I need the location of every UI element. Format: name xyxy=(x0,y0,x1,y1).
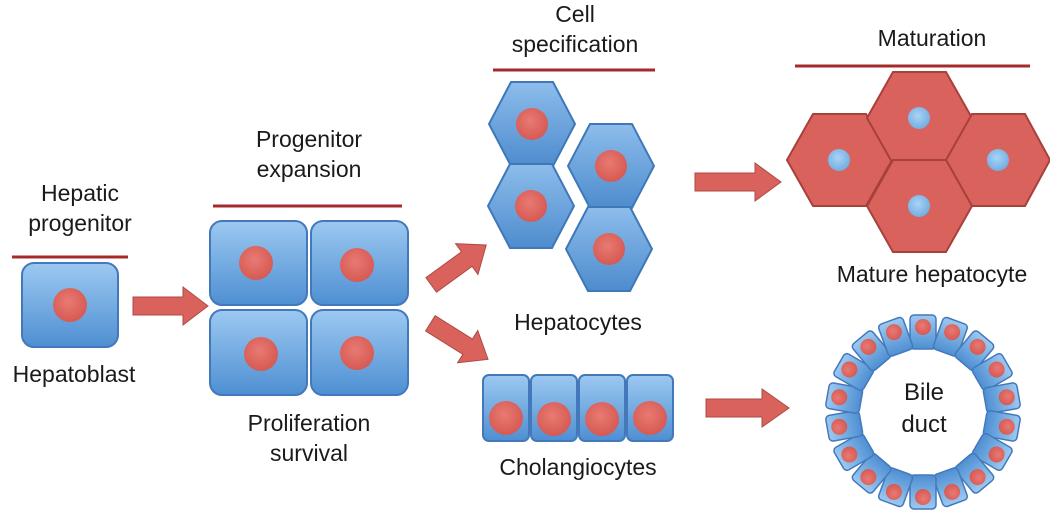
nucleus xyxy=(831,389,848,406)
cholangiocyte-cell xyxy=(482,374,530,442)
arrow-to-hepatocytes xyxy=(425,243,487,293)
progenitor-cell xyxy=(310,309,409,396)
bile-duct-cholangiocyte xyxy=(954,452,995,494)
mature-hepatocyte-cell xyxy=(785,113,894,207)
nucleus xyxy=(633,401,667,435)
nucleus xyxy=(908,107,930,129)
nucleus xyxy=(987,149,1009,171)
bile-duct-cholangiocyte xyxy=(833,432,875,472)
cholangiocyte-row xyxy=(482,374,674,442)
nucleus xyxy=(944,324,961,341)
nucleus xyxy=(239,246,273,280)
nucleus xyxy=(515,190,547,222)
nucleus xyxy=(969,469,986,486)
cholangiocyte-cell xyxy=(578,374,626,442)
bile-duct-cholangiocyte xyxy=(932,316,969,357)
nucleus xyxy=(537,402,571,436)
nucleus xyxy=(244,337,278,371)
nucleus xyxy=(908,195,930,217)
cholangiocyte-cell xyxy=(626,374,674,442)
bile-duct-cholangiocyte xyxy=(851,330,892,372)
stage-cell-specification: Cell specification xyxy=(493,1,655,72)
nucleus xyxy=(915,489,931,505)
stage-label-line1: Maturation xyxy=(878,25,987,51)
hepatocytes-label: Hepatocytes xyxy=(514,309,642,335)
hepatoblast-cell xyxy=(21,262,119,348)
mature-hepatocyte-cell xyxy=(944,113,1050,207)
arrow-to-expansion xyxy=(132,285,209,327)
bile-duct-cholangiocyte xyxy=(954,330,995,372)
nucleus xyxy=(585,402,619,436)
bile-duct-cholangiocyte xyxy=(833,352,875,392)
hepatocyte-cell xyxy=(487,81,577,167)
nucleus xyxy=(988,361,1005,378)
bile-duct-label-line1: Bile xyxy=(904,379,944,406)
stage-maturation: Maturation xyxy=(795,25,1030,68)
nucleus xyxy=(831,418,848,435)
nucleus xyxy=(969,338,986,355)
arrow-to-cholangiocytes xyxy=(424,315,489,364)
bile-duct-cholangiocyte xyxy=(932,467,969,508)
proliferation-label-line1: Proliferation xyxy=(248,410,371,436)
stage-label-line2: progenitor xyxy=(28,210,132,236)
hepatocyte-cluster xyxy=(486,81,656,292)
nucleus xyxy=(340,336,374,370)
nucleus xyxy=(53,288,87,322)
hepatoblast-label: Hepatoblast xyxy=(13,361,136,387)
nucleus xyxy=(595,150,627,182)
stage-label-line2: expansion xyxy=(257,156,362,182)
bile-duct-cholangiocyte xyxy=(909,314,937,350)
stage-label-line1: Cell xyxy=(555,1,595,27)
stage-label-line1: Progenitor xyxy=(256,126,362,152)
stage-label-line2: specification xyxy=(512,31,639,57)
stage-label-line1: Hepatic xyxy=(41,180,119,206)
nucleus xyxy=(860,338,877,355)
mature-hepatocyte-cluster xyxy=(785,71,1050,253)
bile-duct-cholangiocyte xyxy=(909,474,937,510)
nucleus xyxy=(593,233,625,265)
nucleus xyxy=(885,324,902,341)
bile-duct-label-line2: duct xyxy=(901,411,947,438)
bile-duct-cholangiocyte xyxy=(982,410,1021,442)
stage-progenitor-expansion: Progenitor expansion xyxy=(213,126,402,208)
bile-duct-cholangiocyte xyxy=(982,382,1021,414)
arrow-to-mature-hepatocyte xyxy=(694,162,782,202)
hepatocyte-cell xyxy=(566,123,656,209)
nucleus xyxy=(988,446,1005,463)
mature-hepatocyte-cell xyxy=(865,159,974,253)
hepatocyte-cell xyxy=(564,206,654,292)
proliferation-label-line2: survival xyxy=(270,440,348,466)
nucleus xyxy=(944,483,961,500)
hepatocyte-cell xyxy=(486,163,576,249)
bile-duct-cholangiocyte xyxy=(971,352,1013,392)
nucleus xyxy=(489,401,523,435)
bile-duct-cholangiocyte xyxy=(825,382,864,414)
nucleus xyxy=(828,149,850,171)
progenitor-cell-grid xyxy=(209,220,409,396)
bile-duct-cholangiocyte xyxy=(825,410,864,442)
bile-duct-cholangiocyte xyxy=(851,452,892,494)
mature-hepatocyte-label: Mature hepatocyte xyxy=(837,261,1028,287)
nucleus xyxy=(998,418,1015,435)
progenitor-cell xyxy=(310,220,409,306)
nucleus xyxy=(841,446,858,463)
cholangiocytes-label: Cholangiocytes xyxy=(499,454,656,480)
bile-duct-ring xyxy=(825,314,1021,510)
nucleus xyxy=(340,248,374,282)
nucleus xyxy=(860,469,877,486)
bile-duct-cholangiocyte xyxy=(971,432,1013,472)
cholangiocyte-cell xyxy=(530,374,578,442)
progenitor-cell xyxy=(209,309,308,396)
nucleus xyxy=(998,389,1015,406)
nucleus xyxy=(516,108,548,140)
stage-hepatic-progenitor: Hepatic progenitor xyxy=(12,180,132,259)
nucleus xyxy=(841,361,858,378)
bile-duct-cholangiocyte xyxy=(877,467,914,508)
nucleus xyxy=(915,319,931,335)
arrow-to-bile-duct xyxy=(705,388,790,428)
nucleus xyxy=(885,483,902,500)
bile-duct-cholangiocyte xyxy=(877,316,914,357)
progenitor-cell xyxy=(209,220,308,306)
